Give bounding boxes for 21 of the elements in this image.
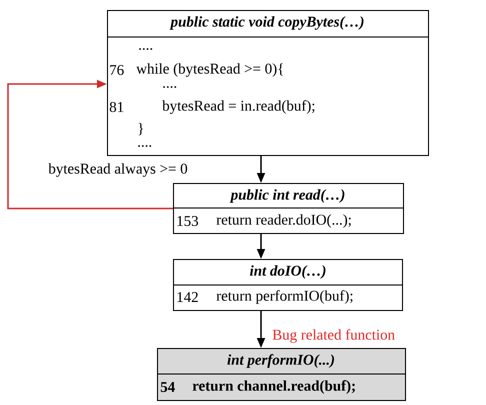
function-header: public int read(…) [230, 189, 344, 203]
code-line: 81 [110, 102, 124, 112]
annotation: Bug related function [272, 329, 395, 343]
code-line: return reader.doIO(...); [216, 214, 351, 228]
function-header: int performIO(...) [227, 354, 334, 368]
code-line: 54 [160, 382, 175, 392]
function-header: public static void copyBytes(…) [170, 16, 364, 30]
code-line: while (bytesRead >= 0){ [136, 63, 283, 77]
code-line: } [138, 122, 144, 136]
code-line: 76 [110, 65, 124, 76]
code-line: 142 [178, 292, 198, 302]
code-line: .... [163, 86, 176, 88]
code-line: return channel.read(buf); [192, 380, 355, 394]
edge-label: bytesRead always >= 0 [47, 162, 189, 178]
code-line: bytesRead = in.read(buf); [162, 100, 314, 114]
function-header: int doIO(…) [250, 265, 326, 279]
code-line: .... [139, 48, 152, 50]
code-line: return performIO(buf); [216, 290, 352, 304]
arrow [7, 80, 173, 210]
code-line: 153 [178, 216, 198, 226]
code-line: .... [138, 145, 152, 147]
